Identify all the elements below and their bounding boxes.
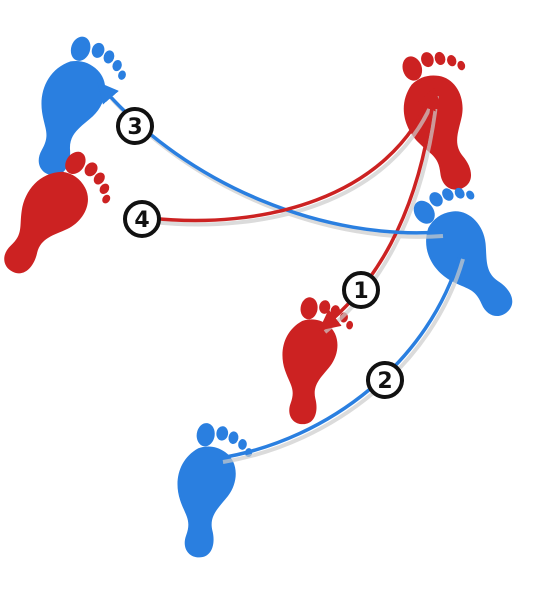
step-badge-4: 4 [123, 200, 161, 238]
step-label-1: 1 [353, 279, 368, 304]
arrow-step-4 [149, 88, 436, 223]
arrow-shadows [101, 87, 465, 464]
step-badge-3: 3 [116, 107, 154, 145]
foot-blue-mid-right [398, 172, 533, 332]
foot-red-top-right [386, 40, 502, 199]
foot-blue-bottom [167, 420, 256, 563]
step-label-3: 3 [127, 115, 142, 140]
step-label-2: 2 [377, 369, 392, 394]
step-label-4: 4 [134, 208, 149, 233]
step-badge-2: 2 [366, 361, 404, 399]
arrow-step-1 [318, 87, 443, 331]
step-badge-1: 1 [342, 271, 380, 309]
arrow-step-2 [219, 254, 462, 460]
